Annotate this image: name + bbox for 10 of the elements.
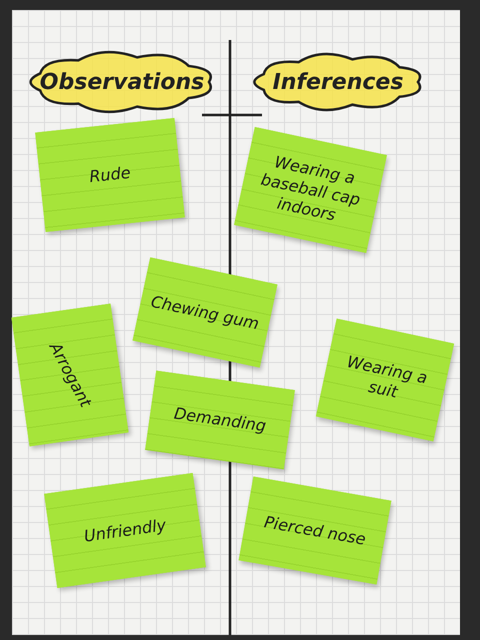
column-heading: Inferences <box>272 70 404 94</box>
note-text: Pierced nose <box>262 510 368 550</box>
note-text: Wearing a suit <box>344 350 430 404</box>
column-heading: Observations <box>40 70 204 94</box>
sticky-note <box>238 476 392 584</box>
note-text: Unfriendly <box>82 513 168 547</box>
note-text: Demanding <box>172 402 268 438</box>
sticky-note <box>44 472 206 588</box>
note-text: Rude <box>87 162 132 188</box>
note-text: Chewing gum <box>148 290 262 334</box>
